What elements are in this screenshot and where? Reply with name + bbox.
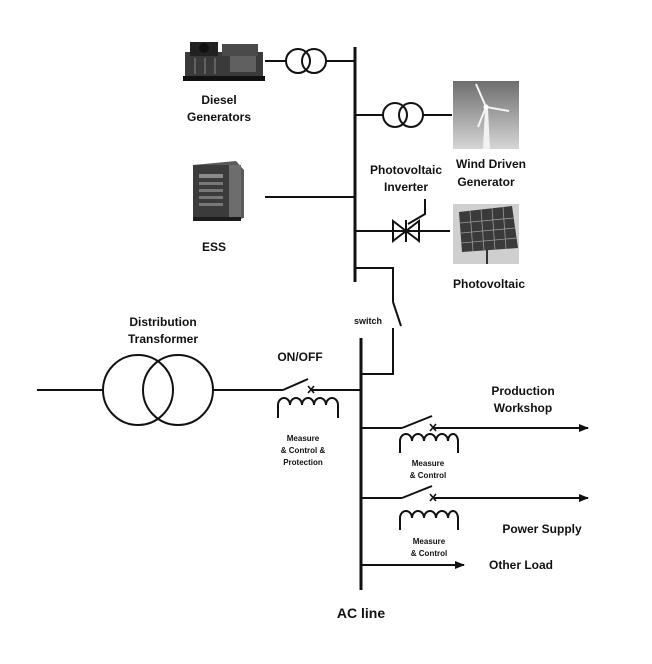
mc2-label-line1: Measure [413, 537, 446, 546]
diesel-label-line2: Generators [187, 110, 251, 124]
distribution-transformer-symbol [102, 354, 214, 426]
mcp-label-line3: Protection [283, 458, 323, 467]
switch-label: switch [354, 316, 382, 326]
photovoltaic-label: Photovoltaic [453, 277, 525, 291]
pv-inverter-thyristor-symbol [392, 199, 426, 244]
mc2-label-line2: & Control [411, 549, 447, 558]
mc1-label-line2: & Control [410, 471, 446, 480]
feeder1-breaker-blade [401, 415, 433, 429]
production-label-line1: Production [491, 384, 554, 398]
onoff-label: ON/OFF [277, 350, 322, 364]
mc1-label-line1: Measure [412, 459, 445, 468]
diesel-label-line1: Diesel [201, 93, 236, 107]
wind-turbine-icon [453, 81, 519, 149]
mc2-coil-symbol [399, 510, 459, 530]
distribution-label-line1: Distribution [129, 315, 196, 329]
mcp-coil-symbol [277, 397, 339, 418]
production-label-line2: Workshop [494, 401, 552, 415]
mcp-label-line1: Measure [287, 434, 320, 443]
diesel-generator-icon [183, 42, 265, 81]
tie-line-upper [355, 267, 394, 302]
mcp-label-line2: & Control & [281, 446, 326, 455]
distribution-label-line2: Transformer [128, 332, 198, 346]
other-load-label: Other Load [489, 558, 553, 572]
ess-label: ESS [202, 240, 226, 254]
ac-line-label: AC line [337, 605, 385, 621]
pv-inverter-label-line2: Inverter [384, 180, 428, 194]
wind-label-line1: Wind Driven [456, 157, 526, 171]
diesel-transformer-symbol [285, 48, 327, 74]
tie-line-lower [361, 328, 394, 375]
feeder2-breaker-blade [401, 485, 433, 499]
power-supply-label: Power Supply [502, 522, 582, 536]
mc1-coil-symbol [399, 433, 459, 453]
onoff-breaker-blade [282, 378, 309, 391]
pv-inverter-label-line1: Photovoltaic [370, 163, 442, 177]
wind-label-line2: Generator [457, 175, 515, 189]
ess-cabinet-icon [193, 161, 244, 221]
wind-transformer-symbol [382, 102, 424, 128]
photovoltaic-panel-icon [453, 204, 519, 264]
tie-switch-blade [392, 301, 402, 327]
